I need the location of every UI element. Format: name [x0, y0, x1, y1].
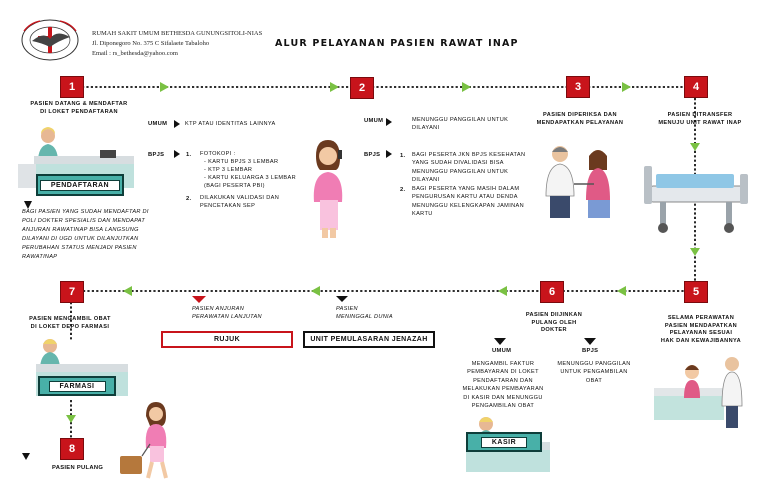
umum-waiting-text: MENUNGGU PANGGILAN UNTUK DILAYANI: [412, 117, 509, 132]
bpjs-item-2: DILAKUKAN VALIDASI DAN PENCETAKAN SEP: [200, 195, 280, 210]
bpjs-item-number: 2.: [186, 196, 192, 202]
bpjs-item-number: 1.: [400, 153, 406, 159]
arrow-right-icon: [462, 82, 471, 92]
hospital-name: RUMAH SAKIT UMUM BETHESDA GUNUNGSITOLI-N…: [92, 30, 263, 37]
step-badge-8: 8: [60, 438, 84, 460]
step-badge-6: 6: [540, 281, 564, 303]
step-badge-2: 2: [350, 77, 374, 99]
bpjs-item-c: - KARTU KELUARGA 3 LEMBAR: [204, 175, 296, 181]
kasir-box: KASIR: [466, 432, 542, 452]
pointer-icon: [386, 118, 392, 126]
bpjs-medicine-text: MENUNGGU PANGGILAN UNTUK PENGAMBILAN OBA…: [557, 361, 631, 384]
woman-phone-illustration: [313, 140, 343, 238]
step6-caption: PASIEN DIIJINKAN PULANG OLEH DOKTER: [525, 312, 583, 333]
pointer-down-icon: [24, 201, 32, 209]
pointer-down-icon: [494, 338, 506, 345]
bpjs-label: BPJS: [148, 152, 165, 158]
umum-requirement: KTP ATAU IDENTITAS LAINNYA: [185, 121, 276, 127]
rujuk-note: PASIEN ANJURAN PERAWATAN LANJUTAN: [192, 306, 262, 320]
patient-leaving-illustration: [120, 402, 168, 479]
umum-label: UMUM: [364, 118, 384, 124]
arrow-down-icon: [690, 248, 700, 256]
step5-caption: SELAMA PERAWATAN PASIEN MENDAPATKAN PELA…: [660, 315, 742, 344]
step1-note: BAGI PASIEN YANG SUDAH MENDAFTAR DI POLI…: [22, 209, 149, 260]
pointer-down-red-icon: [192, 296, 206, 303]
step3-caption: PASIEN DIPERIKSA DAN MENDAPATKAN PELAYAN…: [536, 112, 624, 126]
arrow-down-icon: [690, 143, 700, 151]
pointer-down-icon: [584, 338, 596, 345]
arrow-right-icon: [160, 82, 169, 92]
step4-caption: PASIEN DITRANSFER MENUJU UNIT RAWAT INAP: [658, 112, 742, 126]
farmasi-box: FARMASI: [38, 376, 116, 396]
pointer-icon: [386, 150, 392, 158]
care-room-illustration: [654, 357, 743, 428]
pointer-icon: [174, 120, 180, 128]
arrow-left-icon: [617, 286, 626, 296]
jenazah-box: UNIT PEMULASARAN JENAZAH: [303, 331, 435, 348]
bpjs-item-title: FOTOKOPI :: [200, 151, 236, 157]
kasir-label: KASIR: [480, 436, 528, 448]
bpjs-item-number: 1.: [186, 152, 192, 158]
hospital-email: Email : rs_bethesda@yahoo.com: [92, 50, 178, 57]
pointer-icon: [174, 150, 180, 158]
rujuk-box: RUJUK: [161, 331, 293, 348]
hospital-bed-illustration: [644, 166, 748, 233]
arrow-left-icon: [311, 286, 320, 296]
step8-caption: PASIEN PULANG: [52, 465, 104, 471]
bpjs-label: BPJS: [582, 348, 599, 354]
bpjs-label: BPJS: [364, 152, 381, 158]
arrow-right-icon: [622, 82, 631, 92]
bpjs-item-a: - KARTU BPJS 3 LEMBAR: [204, 159, 279, 165]
bpjs-item-number: 2.: [400, 187, 406, 193]
arrow-down-icon: [66, 415, 76, 423]
step-badge-1: 1: [60, 76, 84, 98]
pendaftaran-box: PENDAFTARAN: [36, 174, 124, 196]
step-badge-3: 3: [566, 76, 590, 98]
pendaftaran-label: PENDAFTARAN: [39, 179, 121, 191]
step-badge-7: 7: [60, 281, 84, 303]
arrow-left-icon: [498, 286, 507, 296]
bpjs-pending-text: BAGI PESERTA YANG MASIH DALAM PENGURUSAN…: [412, 186, 524, 218]
arrow-left-icon: [123, 286, 132, 296]
hospital-address: Jl. Diponegoro No. 375 C Sifalaete Tabal…: [92, 40, 210, 47]
hospital-logo: [21, 19, 79, 61]
bpjs-item-d: (BAGI PESERTA PBI): [204, 183, 265, 189]
step1-caption: PASIEN DATANG & MENDAFTAR DI LOKET PENDA…: [30, 101, 128, 115]
jenazah-note: PASIEN MENINGGAL DUNIA: [336, 306, 393, 320]
step-badge-4: 4: [684, 76, 708, 98]
bpjs-validated-text: BAGI PESERTA JKN BPJS KESEHATAN YANG SUD…: [412, 152, 526, 184]
doctor-exam-illustration: [545, 146, 610, 218]
umum-label: UMUM: [148, 121, 168, 127]
umum-label: UMUM: [492, 348, 512, 354]
arrow-right-icon: [330, 82, 339, 92]
farmasi-label: FARMASI: [48, 380, 106, 392]
step7-caption: PASIEN MENGAMBIL OBAT DI LOKET DEPO FARM…: [29, 316, 111, 330]
step-badge-5: 5: [684, 281, 708, 303]
pointer-down-icon: [336, 296, 348, 302]
page-title: ALUR PELAYANAN PASIEN RAWAT INAP: [275, 38, 519, 49]
bpjs-item-b: - KTP 3 LEMBAR: [204, 167, 253, 173]
umum-payment-text: MENGAMBIL FAKTUR PEMBAYARAN DI LOKET PEN…: [462, 361, 544, 410]
pointer-down-icon: [22, 453, 30, 460]
